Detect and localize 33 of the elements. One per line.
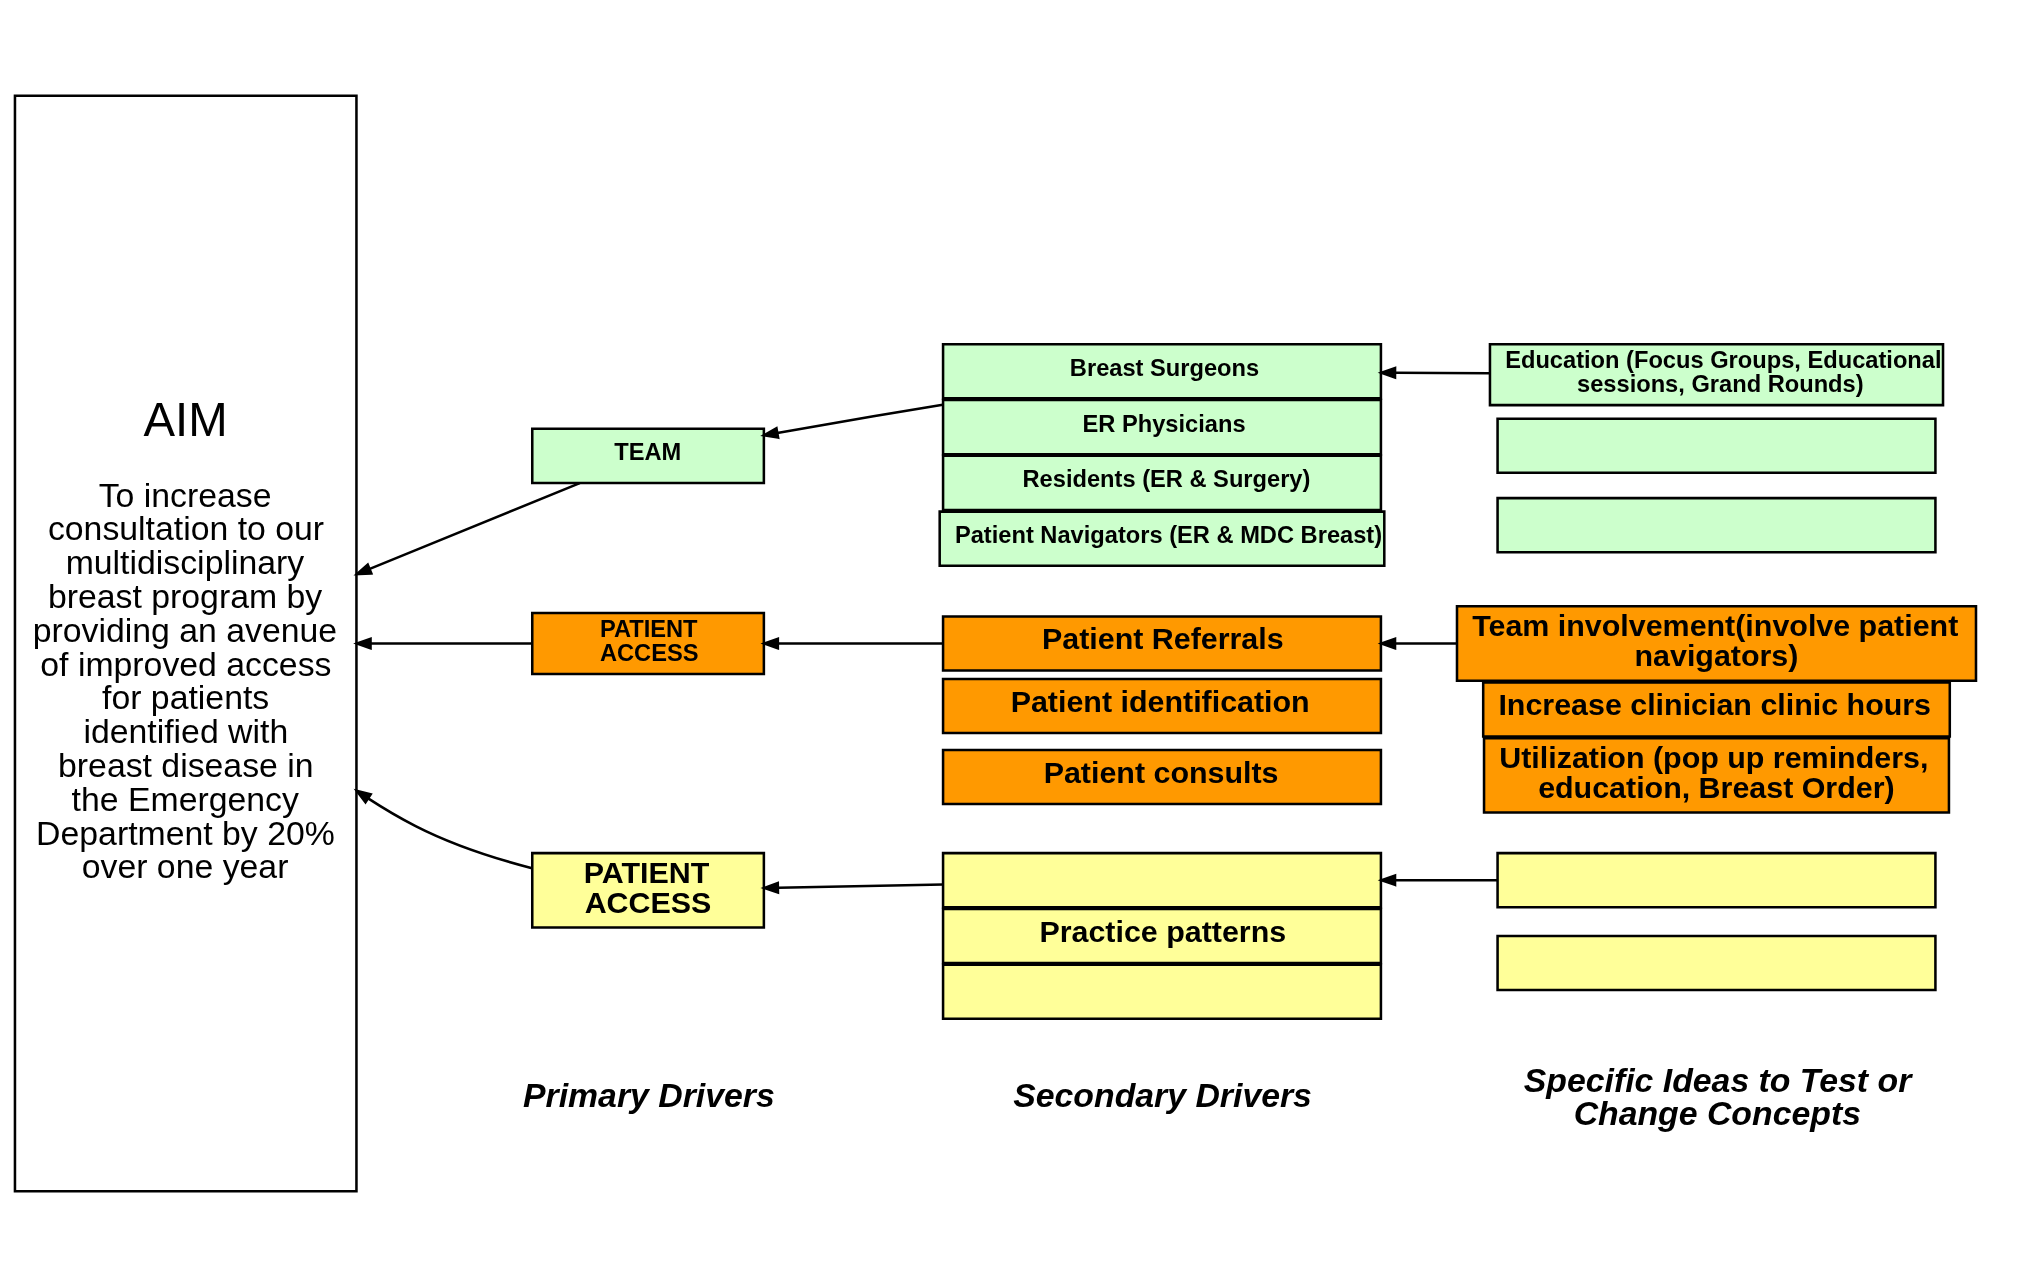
node-box: Residents (ER & Surgery) bbox=[941, 454, 1383, 512]
node-box: Patient Navigators (ER & MDC Breast) bbox=[938, 510, 1386, 567]
node-box bbox=[1496, 851, 1937, 909]
node-box: Patient consults bbox=[941, 748, 1383, 806]
node-box: Education (Focus Groups, Educational sessions, Grand Rounds) bbox=[1488, 343, 1945, 407]
arrow bbox=[353, 788, 533, 870]
node-box: Utilization (pop up reminders, education, Breast Order) bbox=[1482, 736, 1951, 814]
label: Secondary Drivers bbox=[1013, 1075, 1312, 1114]
node-box: PATIENT ACCESS bbox=[531, 851, 766, 929]
arrow bbox=[1377, 873, 1498, 887]
node-box: Practice patterns bbox=[941, 907, 1383, 965]
node-box bbox=[1496, 934, 1937, 992]
arrow bbox=[760, 881, 943, 895]
label: Specific Ideas to Test or Change Concepts bbox=[1523, 1060, 1912, 1133]
node-box: TEAM bbox=[531, 427, 766, 485]
node-box: ER Physicians bbox=[941, 398, 1383, 456]
arrow bbox=[1377, 637, 1457, 650]
arrow bbox=[760, 637, 943, 650]
node-box: Increase clinician clinic hours bbox=[1481, 681, 1952, 738]
node-box: AIM To increase consultation to our multidisciplinary breast program by providing an avenue of improved access for patients identified with breast disease in the Emergency Department by 20% over one year bbox=[13, 94, 358, 1193]
node-box: Patient identification bbox=[941, 677, 1383, 735]
node-box bbox=[941, 851, 1383, 909]
arrow bbox=[1377, 366, 1490, 380]
node-box: Patient Referrals bbox=[941, 615, 1383, 672]
node-box bbox=[941, 963, 1383, 1021]
node-box bbox=[1496, 496, 1937, 554]
node-box: Breast Surgeons bbox=[941, 343, 1383, 400]
arrow bbox=[353, 637, 532, 650]
node-box bbox=[1496, 417, 1937, 474]
node-box: PATIENT ACCESS bbox=[531, 611, 766, 676]
node-box: Team involvement(involve patient navigators) bbox=[1455, 605, 1978, 682]
label: Primary Drivers bbox=[522, 1075, 775, 1114]
arrow bbox=[353, 481, 581, 576]
